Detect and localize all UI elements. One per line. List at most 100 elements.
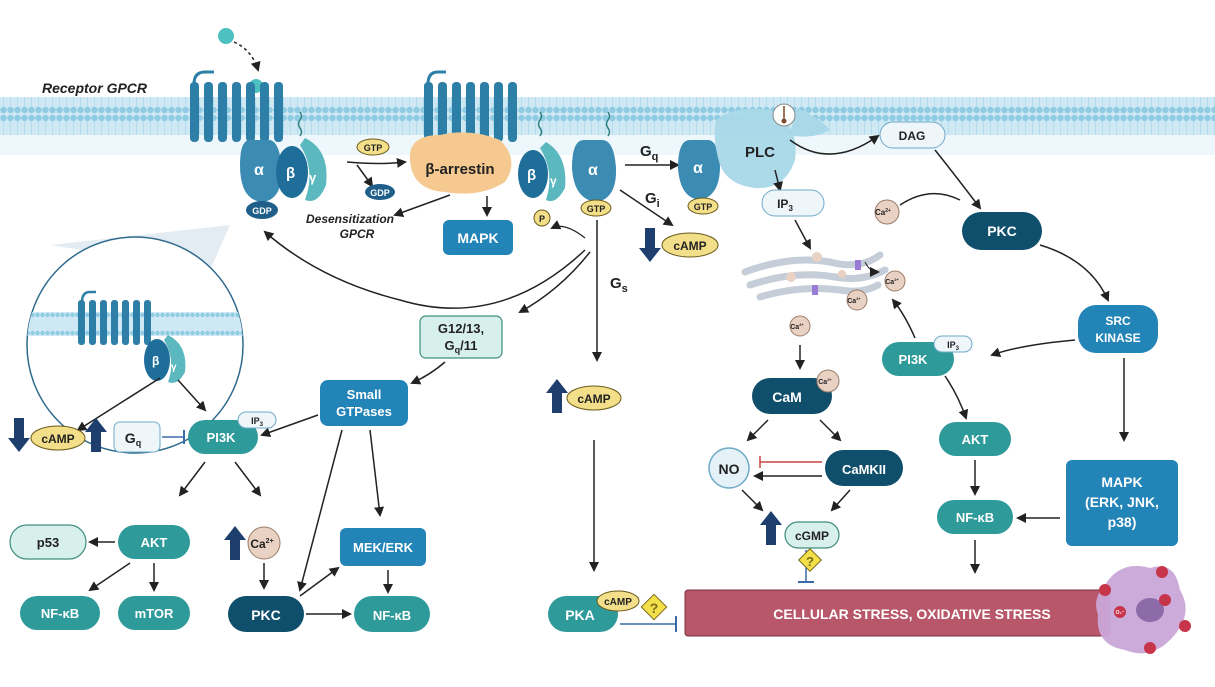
g-beta-subunit-icon <box>276 146 308 198</box>
svg-text:Ca2+: Ca2+ <box>818 377 832 386</box>
svg-text:IP3: IP3 <box>947 340 960 352</box>
plc-enzyme-icon <box>714 108 796 189</box>
svg-text:Gs: Gs <box>610 275 628 295</box>
g-alpha-subunit-icon <box>240 140 282 202</box>
ligand-icon <box>218 28 234 44</box>
pkc-left-node <box>228 596 304 632</box>
svg-text:AKT: AKT <box>141 535 168 550</box>
mek-erk-node <box>340 528 426 566</box>
svg-text:G12/13,: G12/13, <box>438 321 484 336</box>
gdp-small-badge <box>365 184 395 200</box>
src-kinase-node <box>1078 305 1158 353</box>
gpcr-receptor-icon <box>190 70 283 142</box>
svg-text:Ca2+: Ca2+ <box>875 208 891 217</box>
dag-node <box>879 121 946 149</box>
akt-right-node <box>939 422 1011 456</box>
small-gtpases-node <box>320 380 408 426</box>
svg-text:cAMP: cAMP <box>673 239 706 253</box>
down-arrow-left-icon <box>8 418 30 452</box>
pi3k-left-node <box>188 420 258 454</box>
svg-text:MAPK: MAPK <box>457 230 498 246</box>
svg-text:NF-κB: NF-κB <box>373 608 411 623</box>
svg-text:PI3K: PI3K <box>899 352 929 367</box>
zoom-inset <box>26 236 244 454</box>
svg-text:CaM: CaM <box>772 389 802 405</box>
g1213-node <box>419 315 503 359</box>
svg-text:PI3K: PI3K <box>207 430 237 445</box>
svg-text:Gq: Gq <box>640 143 658 163</box>
no-node <box>708 447 750 489</box>
svg-text:mTOR: mTOR <box>135 606 174 621</box>
svg-text:α: α <box>254 162 264 179</box>
svg-text:SRC: SRC <box>1105 314 1131 328</box>
up-arrow-gs-icon <box>546 379 568 413</box>
svg-text:GDP: GDP <box>252 206 272 216</box>
camp-left-node <box>30 425 86 451</box>
svg-text:Ca2+: Ca2+ <box>790 322 804 331</box>
svg-text:AKT: AKT <box>962 432 989 447</box>
akt-left-node <box>118 525 190 559</box>
nfkb-right-node <box>937 500 1013 534</box>
svg-text:O₂⁻: O₂⁻ <box>1116 610 1125 616</box>
pkc-right-node <box>962 212 1042 250</box>
svg-text:α: α <box>588 162 598 179</box>
g-alpha-gtp-icon <box>572 140 617 202</box>
svg-text:Gi: Gi <box>645 190 660 210</box>
svg-text:P: P <box>539 214 545 224</box>
camp-gi-node <box>661 232 719 258</box>
gtp-badge <box>356 138 390 156</box>
mtor-node <box>118 596 190 630</box>
svg-text:NF-κB: NF-κB <box>956 510 994 525</box>
down-arrow-icon <box>639 228 661 262</box>
svg-text:γ: γ <box>171 362 177 373</box>
calcium-left-icon <box>247 526 281 560</box>
pi3k-right-node <box>882 342 954 376</box>
svg-text:PLC: PLC <box>745 144 775 161</box>
phosphate-badge <box>533 209 551 227</box>
svg-text:CaMKII: CaMKII <box>842 462 886 477</box>
svg-text:Gq: Gq <box>125 430 141 448</box>
svg-text:?: ? <box>806 554 814 569</box>
svg-text:IP3: IP3 <box>251 416 264 428</box>
cgmp-node <box>784 521 840 549</box>
svg-text:cAMP: cAMP <box>577 392 610 406</box>
cell-membrane <box>0 97 1215 135</box>
svg-text:GPCR: GPCR <box>340 227 375 241</box>
svg-text:β-arrestin: β-arrestin <box>425 161 494 178</box>
svg-text:GTP: GTP <box>694 202 713 212</box>
calcium-icon <box>874 199 900 225</box>
ip3-node <box>761 189 825 217</box>
up-arrow-ca-icon <box>224 526 246 560</box>
svg-text:p38): p38) <box>1108 514 1137 530</box>
svg-text:?: ? <box>650 600 659 616</box>
svg-text:Ca2+: Ca2+ <box>885 277 899 286</box>
svg-text:Ca2+: Ca2+ <box>847 296 861 305</box>
svg-text:DAG: DAG <box>899 129 926 143</box>
svg-text:γ: γ <box>550 174 557 188</box>
mapk-top-node <box>443 220 513 255</box>
svg-text:KINASE: KINASE <box>1095 331 1140 345</box>
svg-text:γ: γ <box>309 170 317 185</box>
mapk-right-node <box>1066 460 1178 546</box>
nfkb-left-node <box>20 596 100 630</box>
svg-text:cAMP: cAMP <box>41 432 74 446</box>
camp-gs-node <box>566 385 622 411</box>
up-arrow-icon <box>760 511 782 545</box>
ros-burst-icon <box>1099 566 1191 654</box>
gq-left-node <box>113 421 161 453</box>
svg-text:GDP: GDP <box>370 188 390 198</box>
beta-arrestin-icon <box>409 132 512 194</box>
svg-text:β: β <box>286 165 295 182</box>
p53-node <box>9 524 87 560</box>
svg-text:β: β <box>152 354 159 368</box>
svg-text:Desensitization: Desensitization <box>306 212 394 226</box>
svg-text:PKC: PKC <box>251 607 281 623</box>
g-gamma-subunit-icon <box>300 138 327 201</box>
camkii-node <box>825 450 903 486</box>
svg-text:PKA: PKA <box>565 607 595 623</box>
svg-text:NO: NO <box>719 461 740 477</box>
unknown-diamond-icon <box>797 547 823 573</box>
receptor-gpcr-label: Receptor GPCR <box>42 80 148 96</box>
nfkb-mid-node <box>354 596 430 632</box>
